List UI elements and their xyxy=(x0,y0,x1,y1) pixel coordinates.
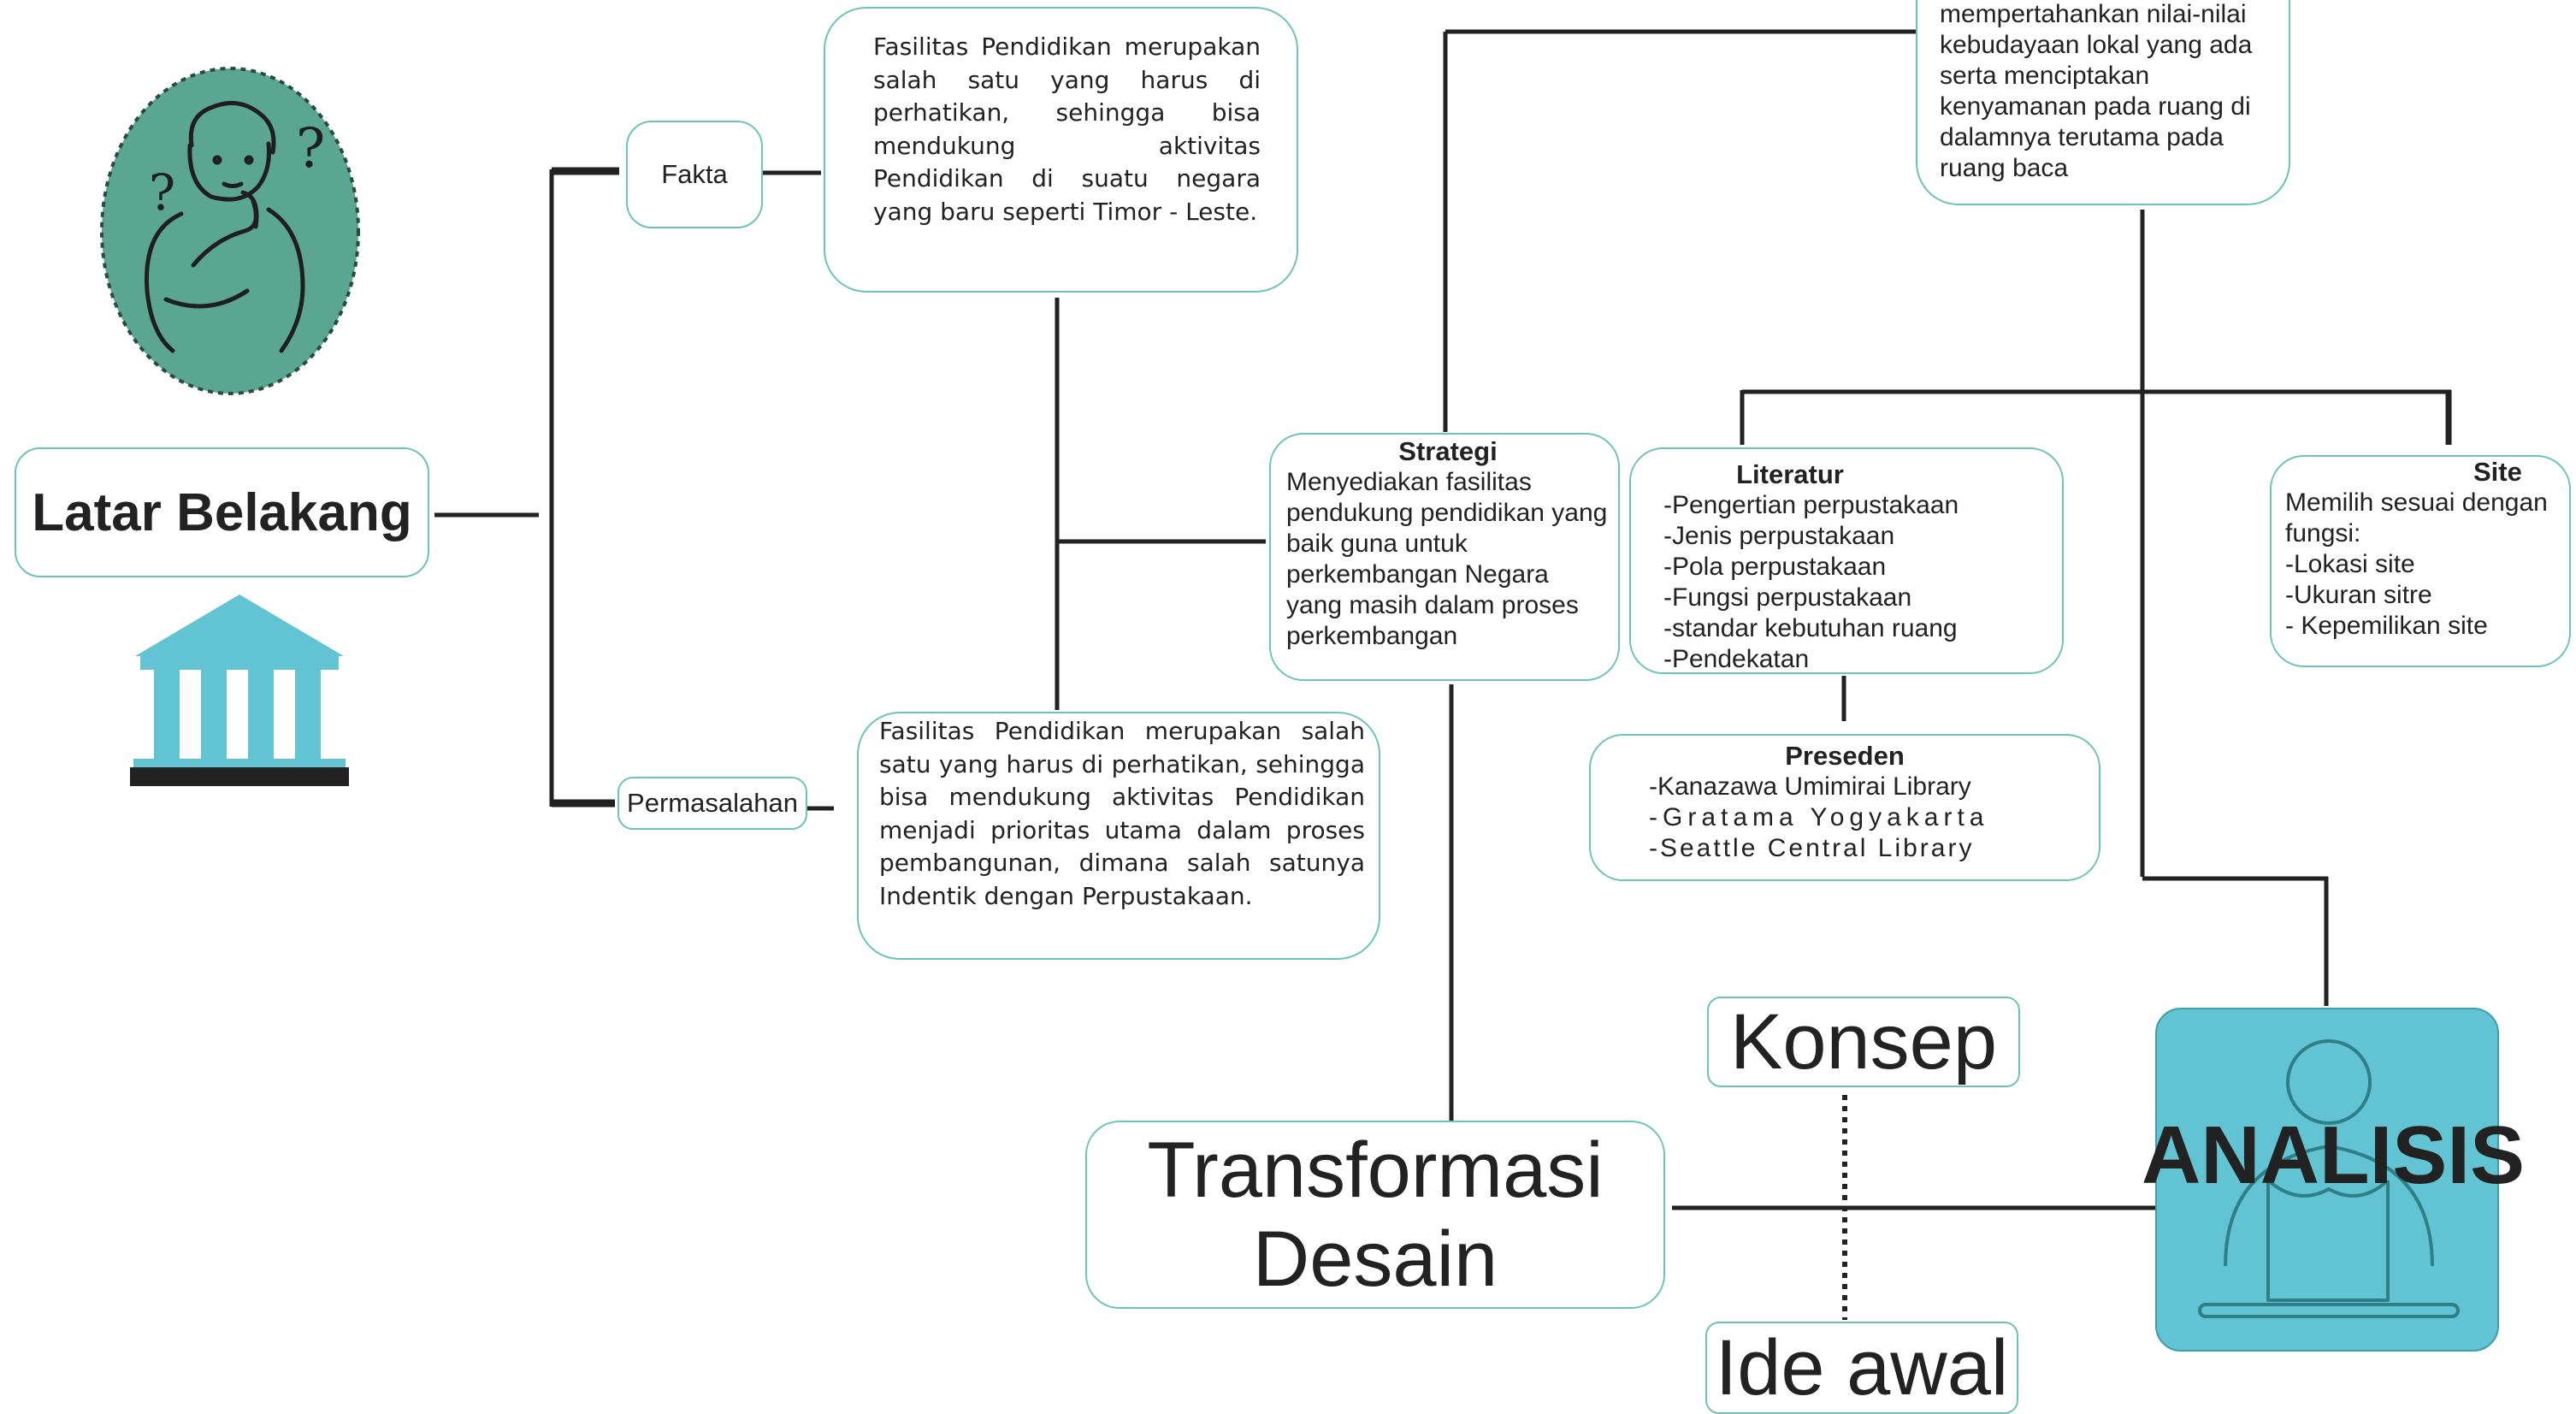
site-title: Site xyxy=(2473,457,2522,487)
transformasi-label-line1: Transformasi xyxy=(1147,1127,1604,1214)
site-item: -Lokasi site xyxy=(2285,550,2415,578)
literatur-item: -Fungsi perpustakaan xyxy=(1663,583,1912,612)
literatur-node: Literatur -Pengertian perpustakaan -Jeni… xyxy=(1629,447,2064,674)
literatur-item: -Pola perpustakaan xyxy=(1663,553,1887,581)
analisis-label: ANALISIS xyxy=(2141,1109,2526,1201)
strategi-text: Menyediakan fasilitas pendukung pendidik… xyxy=(1286,468,1608,650)
literatur-item: -Jenis perpustakaan xyxy=(1663,522,1895,550)
permasalahan-description-text: Fasilitas Pendidikan merupakan salah sat… xyxy=(879,717,1365,910)
site-item: Memilih sesuai dengan fungsi: xyxy=(2285,488,2548,547)
thinking-person-icon: ? ? xyxy=(100,67,360,395)
library-building-icon xyxy=(130,595,349,786)
konsep-node: Konsep xyxy=(1707,997,2020,1087)
preseden-item: -Kanazawa Umimirai Library xyxy=(1649,772,1971,801)
site-item: - Kepemilikan site xyxy=(2285,612,2488,640)
preseden-item: -Gratama Yogyakarta xyxy=(1649,803,1989,831)
transformasi-desain-node: Transformasi Desain xyxy=(1085,1121,1665,1309)
site-item: -Ukuran sitre xyxy=(2285,581,2432,609)
preseden-title: Preseden xyxy=(1785,741,1905,771)
site-node: Site Memilih sesuai dengan fungsi: -Loka… xyxy=(2270,455,2571,667)
preseden-item: -Seattle Central Library xyxy=(1649,834,1975,862)
reading-person-icon xyxy=(2198,1039,2460,1318)
ide-awal-node: Ide awal xyxy=(1705,1322,2018,1414)
svg-text:?: ? xyxy=(296,117,325,180)
latar-belakang-label: Latar Belakang xyxy=(32,482,412,542)
strategi-node: Strategi Menyediakan fasilitas pendukung… xyxy=(1269,433,1620,681)
ide-awal-label: Ide awal xyxy=(1715,1324,2009,1411)
preseden-node: Preseden -Kanazawa Umimirai Library -Gra… xyxy=(1589,734,2100,881)
permasalahan-label: Permasalahan xyxy=(627,788,798,818)
literatur-item: -standar kebutuhan ruang xyxy=(1663,614,1958,642)
fakta-description-text: Fasilitas Pendidikan merupakan salah sat… xyxy=(873,33,1261,226)
fakta-description: Fasilitas Pendidikan merupakan salah sat… xyxy=(824,7,1298,293)
fakta-label: Fakta xyxy=(661,159,728,189)
svg-text:?: ? xyxy=(149,163,175,222)
analisis-node xyxy=(2155,1008,2499,1352)
permasalahan-description: Fasilitas Pendidikan merupakan salah sat… xyxy=(857,712,1380,960)
fakta-node: Fakta xyxy=(626,121,763,228)
literatur-item: -Pendekatan xyxy=(1663,645,1810,673)
literatur-item: -Pengertian perpustakaan xyxy=(1663,491,1959,519)
literatur-title: Literatur xyxy=(1736,459,1844,489)
top-goal-text: mempertahankan nilai-nilai kebudayaan lo… xyxy=(1940,0,2253,182)
latar-belakang-node: Latar Belakang xyxy=(15,447,429,577)
transformasi-label-line2: Desain xyxy=(1252,1216,1498,1303)
permasalahan-node: Permasalahan xyxy=(617,777,807,830)
konsep-label: Konsep xyxy=(1729,998,1998,1086)
top-goal-node: mempertahankan nilai-nilai kebudayaan lo… xyxy=(1916,0,2290,205)
strategi-title: Strategi xyxy=(1398,436,1498,466)
